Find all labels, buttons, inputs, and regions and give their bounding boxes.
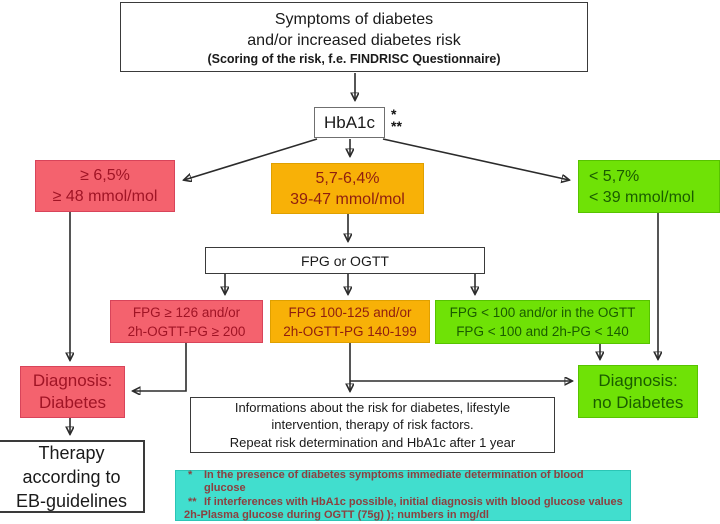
footnote-row: 2h-Plasma glucose during OGTT (75g) ); n… <box>182 509 489 523</box>
hba1c-mark-double: ** <box>391 118 402 134</box>
fpg-mid-box: FPG 100-125 and/or 2h-OGTT-PG 140-199 <box>270 300 430 343</box>
hba1c-low-line2: < 39 mmol/mol <box>589 188 695 206</box>
diagnosis-no-diabetes-box: Diagnosis: no Diabetes <box>578 365 698 418</box>
hba1c-low-box: < 5,7% < 39 mmol/mol <box>578 160 720 213</box>
diagnosis-no-diabetes-line1: Diagnosis: <box>598 370 678 390</box>
symptoms-line3: (Scoring of the risk, f.e. FINDRISC Ques… <box>207 51 501 66</box>
hba1c-mark-single: * <box>391 106 397 122</box>
diagnosis-no-diabetes-line2: no Diabetes <box>592 392 684 412</box>
fpg-ogtt-label: FPG or OGTT <box>301 252 389 269</box>
hba1c-label: HbA1c <box>323 112 376 132</box>
symptoms-line2: and/or increased diabetes risk <box>247 31 461 49</box>
hba1c-footnote-marks: * ** <box>391 106 402 134</box>
footnote-mark: ** <box>188 495 197 508</box>
risk-info-line3: Repeat risk determination and HbA1c afte… <box>229 434 516 450</box>
fpg-high-line2: 2h-OGTT-PG ≥ 200 <box>127 323 246 339</box>
therapy-box: Therapy according to EB-guidelines <box>0 440 145 513</box>
risk-info-line1: Informations about the risk for diabetes… <box>234 399 511 415</box>
risk-info-line2: intervention, therapy of risk factors. <box>271 417 474 433</box>
footnote-row: ** If interferences with HbA1c possible,… <box>182 496 623 510</box>
hba1c-mid-line2: 39-47 mmol/mol <box>290 190 405 208</box>
hba1c-high-line1: ≥ 6,5% <box>80 167 130 184</box>
diagnosis-diabetes-box: Diagnosis: Diabetes <box>20 366 125 418</box>
arrow-hba1c-to-low <box>382 138 569 180</box>
arrow-high2-to-diagnosis <box>133 343 187 391</box>
fpg-low-line1: FPG < 100 and/or in the OGTT <box>449 305 636 320</box>
diagnosis-diabetes-line1: Diagnosis: <box>32 371 113 390</box>
symptoms-line1: Symptoms of diabetes <box>274 10 434 28</box>
fpg-high-line1: FPG ≥ 126 and/or <box>132 304 241 320</box>
footnotes-box: * In the presence of diabetes symptoms i… <box>175 469 631 523</box>
hba1c-high-box: ≥ 6,5% ≥ 48 mmol/mol <box>35 160 175 212</box>
fpg-mid-line2: 2h-OGTT-PG 140-199 <box>283 323 417 339</box>
symptoms-box: Symptoms of diabetes and/or increased di… <box>120 2 588 72</box>
arrow-hba1c-to-high <box>184 138 318 180</box>
hba1c-high-line2: ≥ 48 mmol/mol <box>52 188 158 205</box>
footnote-row: * In the presence of diabetes symptoms i… <box>182 469 624 496</box>
fpg-low-box: FPG < 100 and/or in the OGTT FPG < 100 a… <box>435 300 650 344</box>
fpg-low-line2: FPG < 100 and 2h-PG < 140 <box>456 324 629 339</box>
therapy-line1: Therapy <box>38 442 105 463</box>
hba1c-mid-box: 5,7-6,4% 39-47 mmol/mol <box>271 163 424 214</box>
hba1c-low-line1: < 5,7% <box>589 167 640 185</box>
diagnosis-diabetes-line2: Diabetes <box>38 393 107 412</box>
therapy-line2: according to <box>22 466 121 487</box>
footnote-text: If interferences with HbA1c possible, in… <box>204 495 623 508</box>
hba1c-box: HbA1c <box>314 107 385 138</box>
fpg-high-box: FPG ≥ 126 and/or 2h-OGTT-PG ≥ 200 <box>110 300 263 343</box>
fpg-ogtt-box: FPG or OGTT <box>205 247 485 274</box>
risk-information-box: Informations about the risk for diabetes… <box>190 397 555 453</box>
footnote-text: 2h-Plasma glucose during OGTT (75g) ); n… <box>184 509 489 521</box>
footnote-mark: * <box>188 468 193 481</box>
fpg-mid-line1: FPG 100-125 and/or <box>288 304 412 320</box>
footnote-text: In the presence of diabetes symptoms imm… <box>204 468 584 495</box>
therapy-line3: EB-guidelines <box>15 490 128 511</box>
hba1c-mid-line1: 5,7-6,4% <box>315 169 380 187</box>
